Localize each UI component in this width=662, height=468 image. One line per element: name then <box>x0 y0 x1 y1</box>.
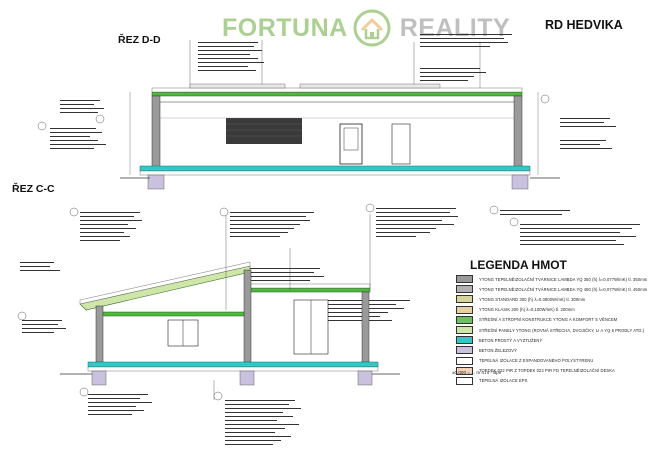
fortuna-reality-logo: FORTUNA REALITY <box>222 6 510 50</box>
legend-swatch <box>456 356 473 365</box>
section-label-d-d: ŘEZ D-D <box>118 34 161 46</box>
legend-label: TEPELNÁ IZOLACE Z EXPANDOVANÉHO POLYSTYR… <box>479 358 594 364</box>
logo-word-right: REALITY <box>399 13 511 42</box>
legend-label: YTONG TEPELNĚIZOLAČNÍ TVÁRNICE LAMBDA YQ… <box>479 276 648 282</box>
legend-label: STŘEŠNÍ PANELY YTONG (ROVNÁ STŘECHA, DVO… <box>479 327 645 333</box>
legend-swatch <box>456 315 473 324</box>
legend-item: TEPELNÁ IZOLACE Z EXPANDOVANÉHO POLYSTYR… <box>456 356 656 366</box>
legend-swatch <box>456 366 473 375</box>
legend-item: STŘEŠNÍ PANELY YTONG (ROVNÁ STŘECHA, DVO… <box>456 325 656 335</box>
legend-item: BETON ŽELEZOVÝ <box>456 345 656 355</box>
section-d-d-drawing <box>37 34 616 190</box>
section-c-c-drawing <box>17 203 640 445</box>
legend-label: BETON ŽELEZOVÝ <box>479 347 517 353</box>
logo-word-left: FORTUNA <box>222 13 348 42</box>
legend-label: TOPDEK 022 PIR Z TOPDEK 022 PIR FD TEPEL… <box>479 368 615 374</box>
legend-title: LEGENDA HMOT <box>470 258 567 272</box>
legend-item: YTONG TEPELNĚIZOLAČNÍ TVÁRNICE LAMBDA YQ… <box>456 274 656 284</box>
section-label-c-c: ŘEZ C-C <box>12 183 55 195</box>
legend-item: YTONG KLASIK 200 (h) λ=0,100W/mK) tl. 20… <box>456 305 656 315</box>
legend-label: TEPELNÁ IZOLACE EPS <box>479 378 528 384</box>
legend-swatch <box>456 295 473 304</box>
legend-swatch <box>456 346 473 355</box>
legend-label: YTONG KLASIK 200 (h) λ=0,100W/mK) tl. 20… <box>479 307 575 313</box>
legend-label: STŘEŠNÍ A STROPNÍ KONSTRUKCE YTONG A KOM… <box>479 317 618 323</box>
legend-item: TOPDEK 022 PIR Z TOPDEK 022 PIR FD TEPEL… <box>456 366 656 376</box>
legend-item: STŘEŠNÍ A STROPNÍ KONSTRUKCE YTONG A KOM… <box>456 315 656 325</box>
legend-swatch <box>456 376 473 385</box>
legend-swatch <box>456 285 473 294</box>
legend-item: YTONG STANDARD 300 (h) λ=0,0900W/mK) tl.… <box>456 294 656 304</box>
legend-item: YTONG TEPELNĚIZOLAČNÍ TVÁRNICE LAMBDA YQ… <box>456 284 656 294</box>
legend-label: YTONG STANDARD 300 (h) λ=0,0900W/mK) tl.… <box>479 296 586 302</box>
legend-swatch <box>456 305 473 314</box>
legend-item: BETON PROSTÝ A VYZTUŽENÝ <box>456 335 656 345</box>
legend-swatch <box>456 326 473 335</box>
drawing-title: RD HEDVIKA <box>545 18 623 32</box>
house-leaf-logo-icon <box>353 9 391 47</box>
legend-swatch <box>456 336 473 345</box>
legend-label: YTONG TEPELNĚIZOLAČNÍ TVÁRNICE LAMBDA YQ… <box>479 286 648 292</box>
legend-label: BETON PROSTÝ A VYZTUŽENÝ <box>479 337 543 343</box>
legend-item: TEPELNÁ IZOLACE EPS <box>456 376 656 386</box>
legend-swatch <box>456 275 473 284</box>
elevation-reference-note: ±0,000 = ... m n.m - Bpv <box>452 370 502 375</box>
legend: YTONG TEPELNĚIZOLAČNÍ TVÁRNICE LAMBDA YQ… <box>456 274 656 386</box>
